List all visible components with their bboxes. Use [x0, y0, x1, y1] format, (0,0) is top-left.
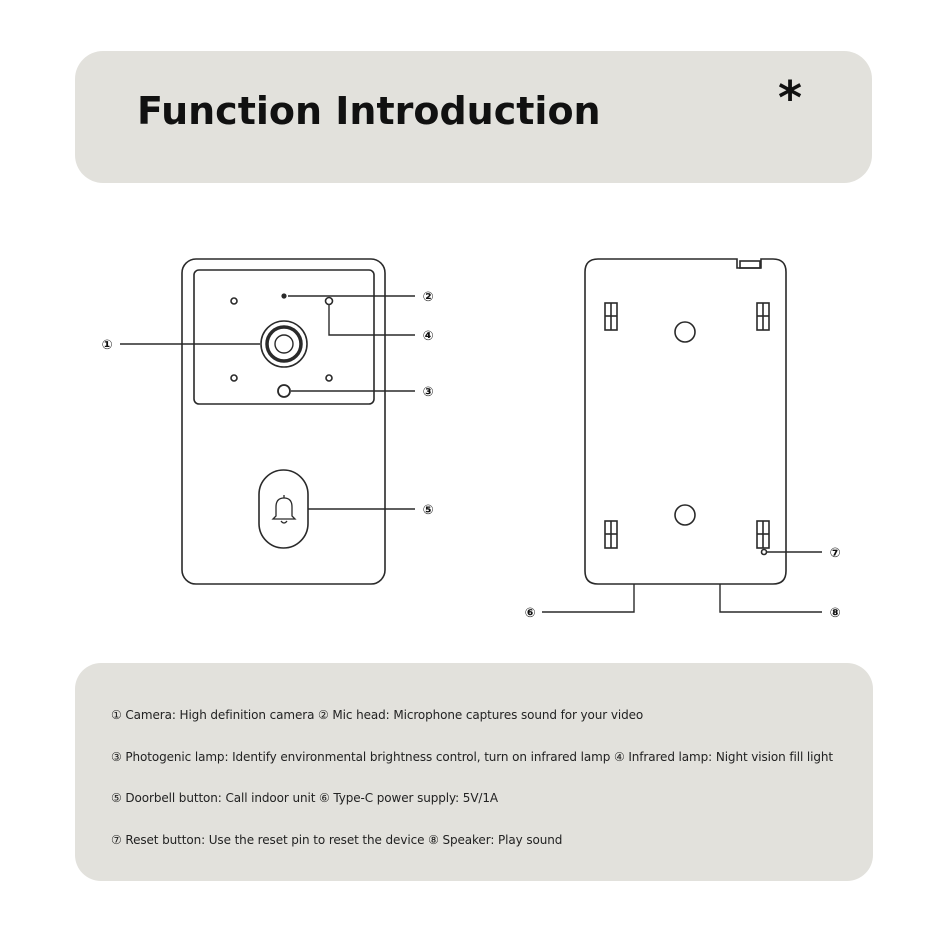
camera-lens	[260, 320, 308, 368]
back-top-notch	[739, 260, 761, 269]
callout-6: ⑥	[524, 606, 535, 621]
photosensor	[277, 384, 291, 398]
legend-line-1: ① Camera: High definition camera ② Mic h…	[111, 708, 644, 722]
mic-hole	[281, 293, 287, 299]
front-leader-lines	[120, 295, 415, 510]
mount-clip-bottom-right	[756, 520, 770, 549]
back-leader-lines	[542, 551, 822, 613]
page-title: Function Introduction	[137, 89, 601, 133]
ir-dot-top-left	[230, 297, 238, 305]
legend-line-2: ③ Photogenic lamp: Identify environmenta…	[111, 750, 833, 764]
doorbell-back-view	[584, 258, 787, 585]
callout-2: ②	[422, 290, 433, 305]
ir-dot-bottom-right	[325, 374, 333, 382]
ir-dot-bottom-left	[230, 374, 238, 382]
doorbell-button	[258, 469, 309, 549]
title-banner: Function Introduction *	[75, 51, 872, 183]
mount-clip-bottom-left	[604, 520, 618, 549]
reset-hole	[760, 548, 768, 556]
mount-clip-top-right	[756, 302, 770, 331]
infrared-lamp	[324, 296, 334, 306]
callout-1: ①	[101, 338, 112, 353]
callout-4: ④	[422, 329, 433, 344]
front-body-outline	[181, 258, 386, 585]
bell-icon	[271, 495, 297, 524]
front-camera-panel	[193, 269, 375, 405]
asterisk-mark: *	[778, 71, 803, 125]
callout-3: ③	[422, 385, 433, 400]
back-body-outline	[584, 258, 787, 585]
doorbell-front-view	[181, 258, 386, 585]
screw-hole-top	[674, 321, 696, 343]
legend-line-4: ⑦ Reset button: Use the reset pin to res…	[111, 833, 563, 847]
mount-clip-top-left	[604, 302, 618, 331]
callout-5: ⑤	[422, 503, 433, 518]
screw-hole-bottom	[674, 504, 696, 526]
callout-7: ⑦	[829, 546, 840, 561]
legend-line-3: ⑤ Doorbell button: Call indoor unit ⑥ Ty…	[111, 791, 499, 805]
legend-panel: ① Camera: High definition camera ② Mic h…	[75, 663, 873, 881]
callout-8: ⑧	[829, 606, 840, 621]
